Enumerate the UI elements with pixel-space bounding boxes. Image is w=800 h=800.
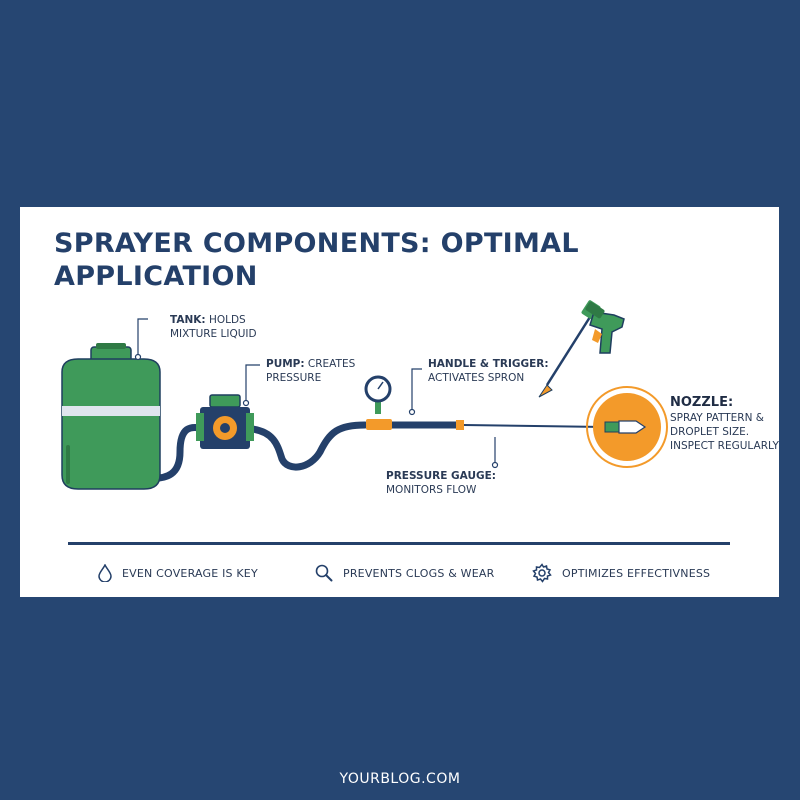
spray-gun — [538, 300, 625, 398]
pump — [196, 394, 254, 449]
nozzle-label: NOZZLE: SPRAY PATTERN & DROPLET SIZE. IN… — [670, 395, 779, 452]
sprayer-diagram — [61, 300, 668, 490]
callout-dots — [134, 353, 499, 469]
footer-site-name: YOURBLOG.COM — [339, 771, 461, 787]
droplet-icon — [98, 564, 112, 582]
spray-wand — [463, 424, 606, 428]
infographic-card: SPRAYER COMPONENTS: OPTIMAL APPLICATION — [20, 207, 779, 597]
page-title: SPRAYER COMPONENTS: OPTIMAL APPLICATION — [54, 228, 579, 292]
line-connector — [456, 420, 464, 430]
tank — [61, 343, 161, 490]
benefit-label: EVEN COVERAGE IS KEY — [122, 566, 258, 580]
callout-lines — [137, 318, 496, 465]
tank-label: TANK: HOLDS MIXTURE LIQUID — [170, 314, 257, 340]
gear-icon — [532, 563, 552, 583]
benefit-even-coverage: EVEN COVERAGE IS KEY — [98, 562, 258, 584]
magnifier-icon — [315, 564, 333, 582]
benefit-label: OPTIMIZES EFFECTIVNESS — [562, 566, 711, 580]
divider — [68, 542, 730, 545]
benefit-label: PREVENTS CLOGS & WEAR — [343, 566, 495, 580]
pressure-gauge-label: PRESSURE GAUGE: MONITORS FLOW — [386, 470, 496, 496]
nozzle — [586, 386, 668, 468]
benefit-optimizes: OPTIMIZES EFFECTIVNESS — [532, 562, 710, 584]
pressure-gauge — [364, 375, 392, 430]
pump-label: PUMP: CREATES PRESSURE — [266, 358, 356, 384]
benefit-prevents-clogs: PREVENTS CLOGS & WEAR — [315, 562, 494, 584]
hose — [248, 421, 369, 471]
handle-trigger-label: HANDLE & TRIGGER: ACTIVATES SPRON — [428, 358, 549, 384]
